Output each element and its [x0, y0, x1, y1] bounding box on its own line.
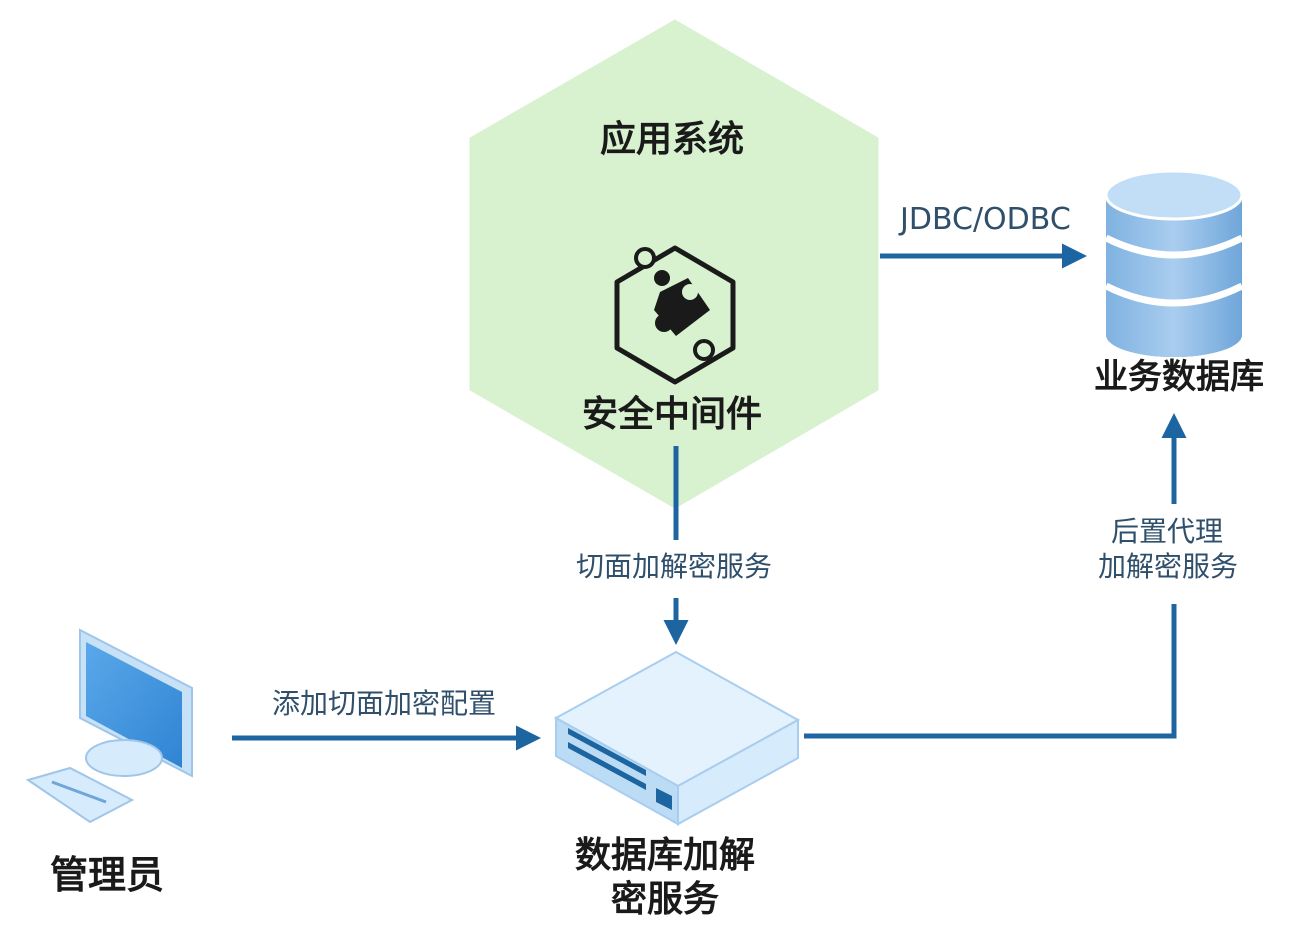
- app-system-label: 应用系统: [600, 119, 745, 160]
- config-edge-label: 添加切面加密配置: [272, 687, 497, 720]
- business-database-label: 业务数据库: [1094, 357, 1264, 397]
- database-icon: [1104, 169, 1244, 357]
- aspect-service-edge-label: 切面加解密服务: [576, 550, 773, 583]
- crypto-service-label-line2: 密服务: [611, 879, 720, 920]
- proxy-service-edge-label-line2: 加解密服务: [1098, 550, 1239, 583]
- arrow-service-to-db-lower: [804, 604, 1177, 739]
- computer-icon: [25, 628, 193, 824]
- proxy-service-edge-label-line1: 后置代理: [1111, 515, 1224, 548]
- crypto-service-label-line1: 数据库加解: [575, 835, 756, 876]
- server-icon: [553, 650, 801, 826]
- security-middleware-icon: [614, 245, 736, 385]
- jdbc-edge-label: JDBC/ODBC: [900, 202, 1071, 237]
- security-middleware-label: 安全中间件: [582, 394, 763, 435]
- admin-label: 管理员: [50, 853, 165, 897]
